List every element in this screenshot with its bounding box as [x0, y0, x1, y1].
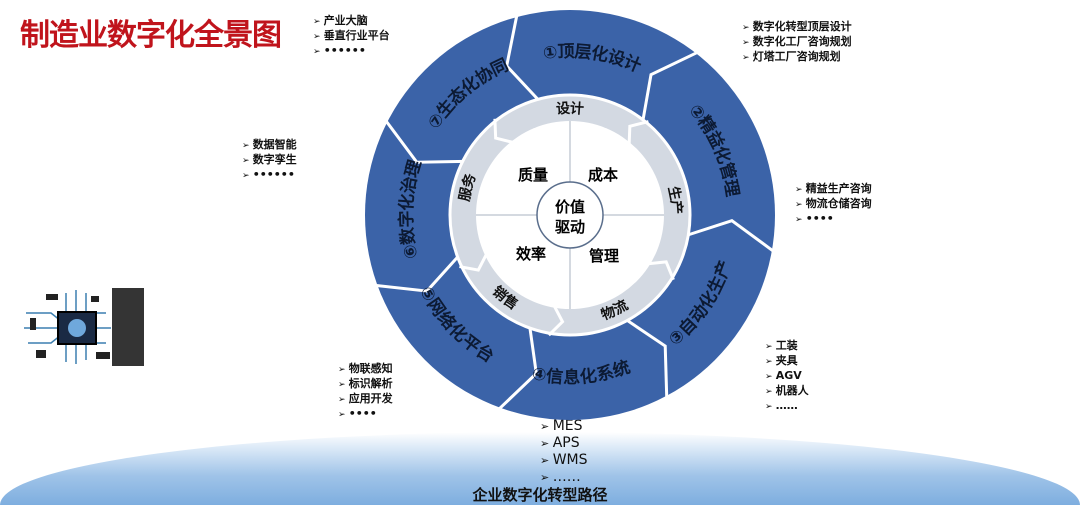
list-item: ••••	[795, 212, 872, 227]
list-item: 物联感知	[338, 362, 393, 377]
list-item: 工装	[765, 339, 809, 354]
middle-segment-2: 生产	[665, 185, 686, 215]
list-item: 物流仓储咨询	[795, 197, 872, 212]
list-item: 精益生产咨询	[795, 182, 872, 197]
list-network: 物联感知 标识解析 应用开发 ••••	[338, 362, 393, 422]
segment-divider	[685, 218, 774, 252]
list-item: 数字化转型顶层设计	[742, 20, 852, 35]
list-item: AGV	[765, 369, 809, 384]
list-lean: 精益生产咨询 物流仓储咨询 ••••	[795, 182, 872, 227]
segment-divider	[376, 254, 461, 293]
segment-divider	[547, 304, 565, 337]
segment-divider	[624, 317, 669, 397]
list-item: 数字化工厂咨询规划	[742, 35, 852, 50]
list-item: ••••••	[242, 168, 297, 183]
quadrant-management: 管理	[589, 247, 619, 265]
list-info-systems: MES APS WMS ……	[540, 418, 588, 486]
list-item: 机器人	[765, 384, 809, 399]
list-automation: 工装 夹具 AGV 机器人 ……	[765, 339, 809, 414]
list-item: 垂直行业平台	[313, 29, 390, 44]
list-item: 应用开发	[338, 392, 393, 407]
middle-segment-1: 设计	[556, 100, 585, 118]
segment-divider	[627, 120, 649, 145]
center-circle	[536, 181, 604, 249]
list-item: 数字孪生	[242, 153, 297, 168]
quadrant-cost: 成本	[588, 166, 618, 184]
list-top-design: 数字化转型顶层设计 数字化工厂咨询规划 灯塔工厂咨询规划	[742, 20, 852, 65]
segment-divider	[647, 260, 675, 281]
list-item: ……	[540, 469, 588, 486]
ai-chip-image	[24, 288, 144, 366]
bottom-title: 企业数字化转型路径	[472, 486, 608, 504]
segment-divider	[385, 120, 465, 164]
quadrant-efficiency: 效率	[516, 245, 546, 263]
list-governance: 数据智能 数字孪生 ••••••	[242, 138, 297, 183]
list-item: MES	[540, 418, 588, 435]
page-title: 制造业数字化全景图	[20, 18, 282, 53]
list-item: 产业大脑	[313, 14, 390, 29]
list-item: 夹具	[765, 354, 809, 369]
list-item: 数据智能	[242, 138, 297, 153]
list-item: ••••	[338, 407, 393, 422]
list-item: ••••••	[313, 44, 390, 59]
list-item: APS	[540, 435, 588, 452]
center-label-2: 驱动	[555, 218, 585, 236]
segment-divider	[498, 325, 538, 410]
center-label-1: 价值	[555, 198, 585, 216]
list-item: WMS	[540, 452, 588, 469]
segment-divider	[505, 15, 541, 103]
segment-divider	[459, 253, 488, 272]
segment-divider	[641, 51, 698, 123]
list-item: ……	[765, 399, 809, 414]
list-item: 标识解析	[338, 377, 393, 392]
list-ecosystem: 产业大脑 垂直行业平台 ••••••	[313, 14, 390, 59]
list-item: 灯塔工厂咨询规划	[742, 50, 852, 65]
segment-divider	[493, 118, 514, 144]
middle-segment-5: 服务	[457, 170, 480, 202]
quadrant-quality: 质量	[518, 166, 548, 184]
